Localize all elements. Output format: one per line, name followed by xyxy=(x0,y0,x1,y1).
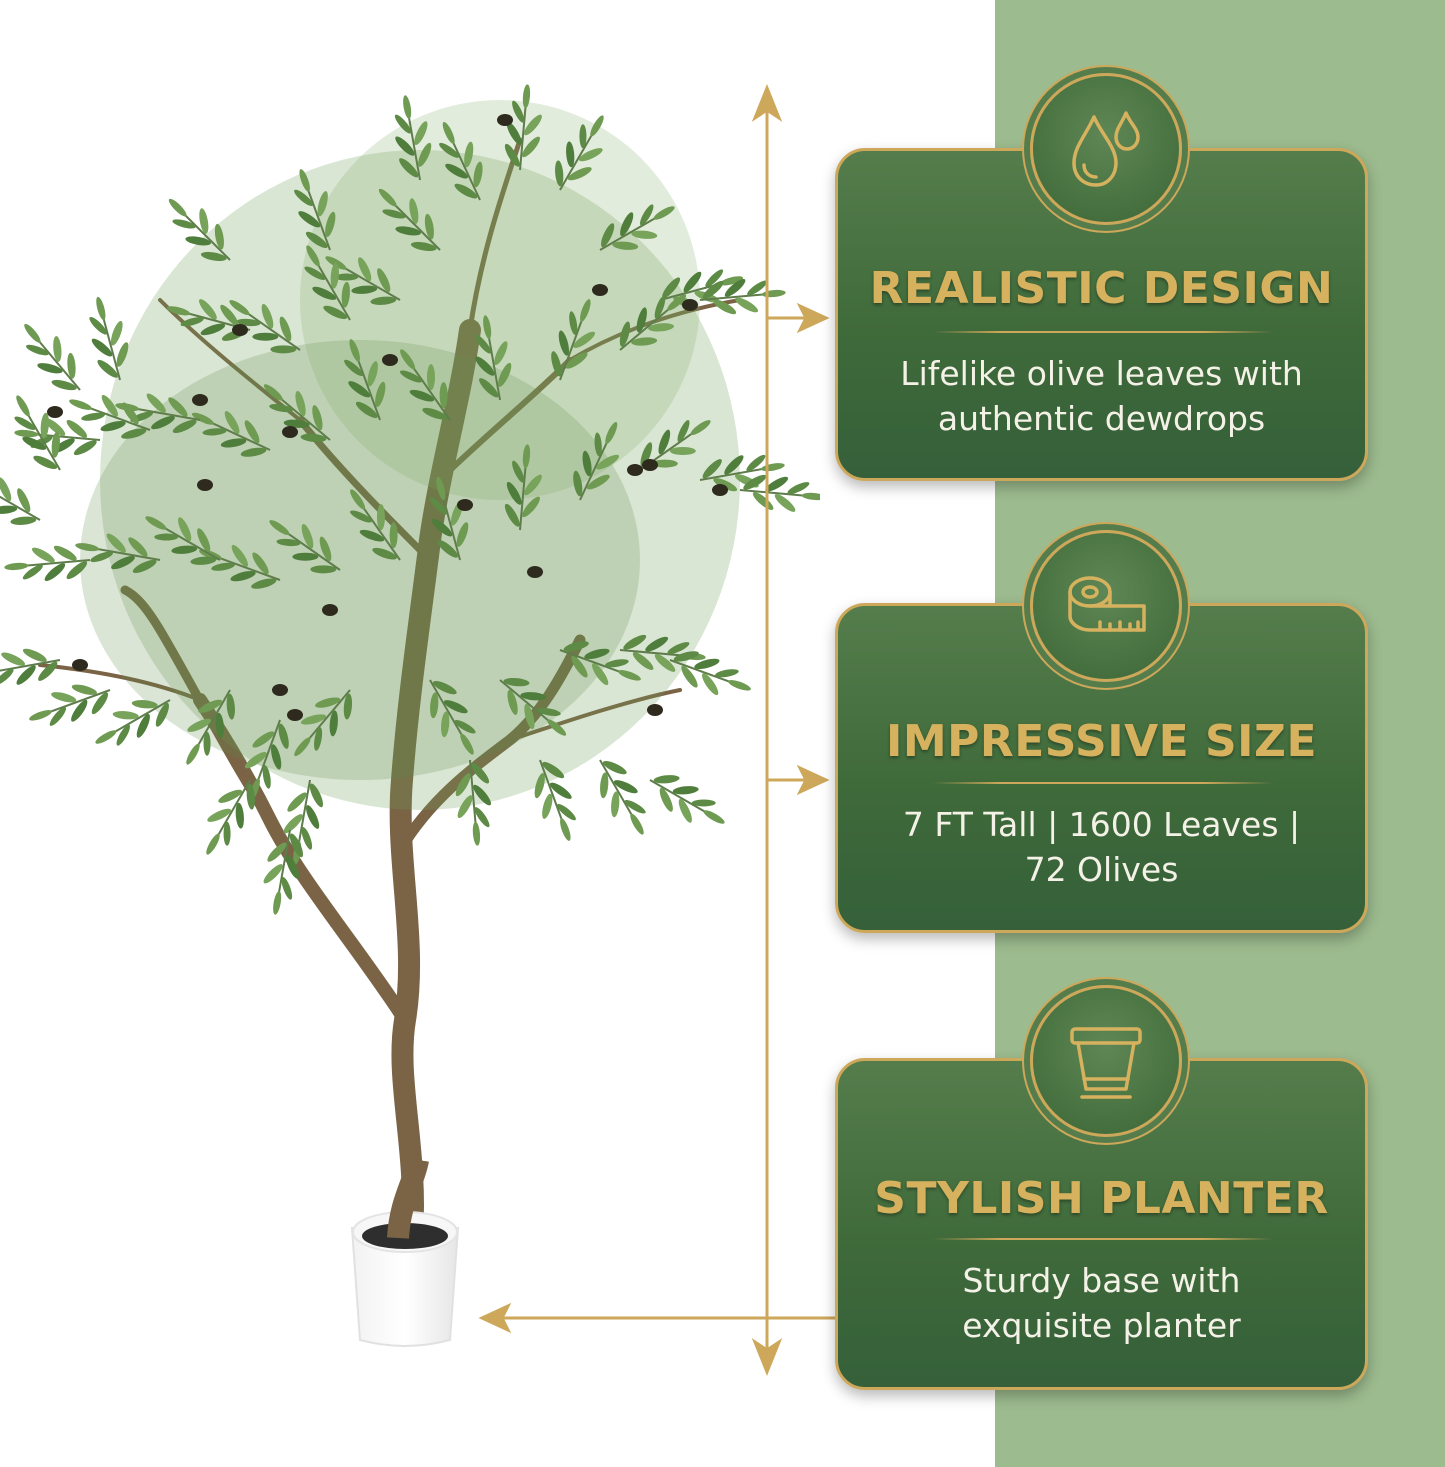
gold-divider xyxy=(933,331,1273,333)
planter-pot-icon xyxy=(1030,985,1182,1137)
feature-title: IMPRESSIVE SIZE xyxy=(885,716,1318,767)
feature-description-line: exquisite planter xyxy=(962,1306,1241,1345)
feature-title: STYLISH PLANTER xyxy=(874,1173,1329,1224)
gold-divider xyxy=(933,1238,1273,1240)
feature-description: 7 FT Tall | 1600 Leaves | 72 Olives xyxy=(858,802,1345,892)
white-planter xyxy=(350,1157,460,1347)
tree-foliage xyxy=(0,81,820,920)
olive-fruits xyxy=(47,114,728,721)
feature-description-line: 7 FT Tall | 1600 Leaves | xyxy=(902,805,1301,844)
feature-description-line: Sturdy base with xyxy=(962,1261,1241,1300)
feature-description-line: Lifelike olive leaves with xyxy=(900,354,1303,393)
olive-tree-illustration xyxy=(0,81,820,1347)
feature-description-line: 72 Olives xyxy=(1024,850,1179,889)
feature-description: Sturdy base with exquisite planter xyxy=(858,1258,1345,1348)
feature-description: Lifelike olive leaves with authentic dew… xyxy=(858,351,1345,441)
feature-description-line: authentic dewdrops xyxy=(937,399,1266,438)
feature-title: REALISTIC DESIGN xyxy=(869,263,1334,314)
gold-divider xyxy=(933,782,1273,784)
water-drops-icon xyxy=(1030,73,1182,225)
measuring-tape-icon xyxy=(1030,530,1182,682)
